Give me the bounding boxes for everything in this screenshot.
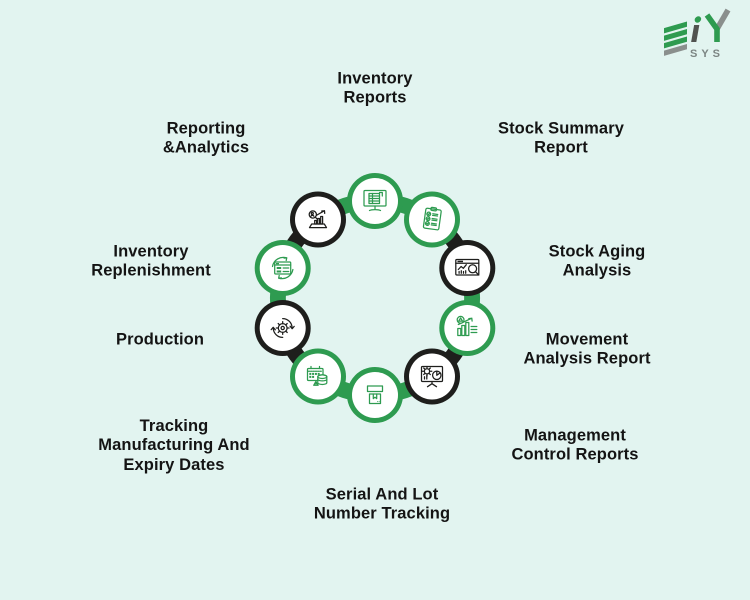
label-serial-lot-number-tracking: Serial And Lot Number Tracking xyxy=(313,485,451,523)
label-inventory-reports: Inventory Reports xyxy=(337,69,413,107)
calendar-database-icon xyxy=(306,365,328,386)
node-tracking-manufacturing-expiry xyxy=(290,348,346,405)
logo-i-glyph xyxy=(691,16,702,42)
package-box-icon xyxy=(366,385,384,405)
label-stock-summary-report: Stock Summary Report xyxy=(497,119,625,157)
gear-sync-icon xyxy=(270,317,295,339)
browser-search-analytics-icon xyxy=(455,258,480,276)
label-management-control-reports: Management Control Reports xyxy=(511,426,639,464)
label-production: Production xyxy=(115,330,205,349)
eiysys-logo xyxy=(664,8,731,56)
monitor-report-icon xyxy=(363,189,387,212)
label-stock-aging-analysis: Stock Aging Analysis xyxy=(548,242,646,280)
label-tracking-manufacturing-expiry: Tracking Manufacturing And Expiry Dates xyxy=(98,417,250,474)
node-production xyxy=(254,300,311,356)
node-stock-aging-analysis xyxy=(439,240,496,296)
node-reporting-analytics xyxy=(290,191,346,248)
laptop-analytics-search-icon xyxy=(308,210,328,229)
label-inventory-replenishment: Inventory Replenishment xyxy=(91,242,211,280)
browser-refresh-icon xyxy=(271,256,294,280)
logo-y-glyph xyxy=(704,8,731,42)
node-serial-lot-number-tracking xyxy=(347,367,403,423)
label-movement-analysis-report: Movement Analysis Report xyxy=(523,330,651,368)
logo-e-bars xyxy=(664,21,687,56)
node-management-control-reports xyxy=(404,348,460,405)
presentation-gear-pie-icon xyxy=(420,365,444,388)
label-reporting-analytics: Reporting &Analytics xyxy=(162,119,250,157)
logo-sub-text: SYS xyxy=(690,48,725,60)
growth-chart-icon xyxy=(456,315,478,337)
node-inventory-reports xyxy=(347,173,403,229)
node-stock-summary-report xyxy=(404,191,460,248)
node-movement-analysis-report xyxy=(439,300,496,356)
clipboard-checklist-icon xyxy=(422,206,442,231)
node-inventory-replenishment xyxy=(254,240,311,296)
